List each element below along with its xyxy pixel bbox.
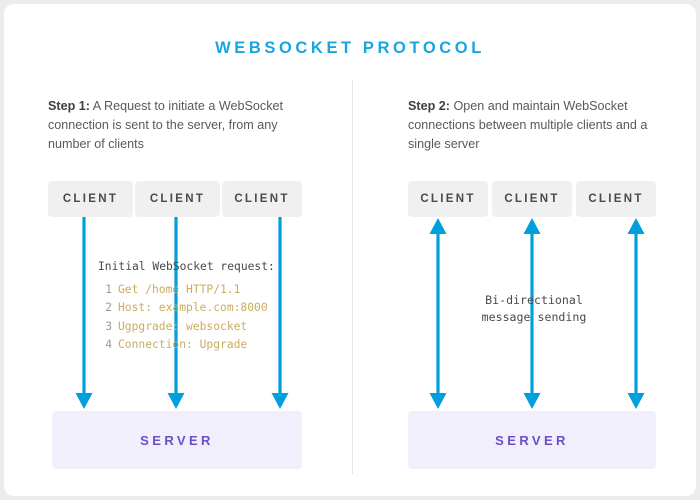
step-2-description: Step 2: Open and maintain WebSocket conn… bbox=[408, 97, 663, 154]
server-box-label: SERVER bbox=[495, 432, 569, 448]
bidirectional-annotation: Bi-directional message sending bbox=[481, 293, 587, 324]
step-1-body: A Request to initiate a WebSocket connec… bbox=[48, 99, 283, 151]
code-block-heading: Initial WebSocket request: bbox=[98, 260, 275, 273]
code-line-number: 3 bbox=[105, 319, 112, 333]
code-line-text: Ugpgrade: websocket bbox=[118, 319, 248, 333]
arrow-down-left-3 bbox=[271, 217, 289, 409]
client-box-label: CLIENT bbox=[420, 193, 476, 205]
server-box-left[interactable]: SERVER bbox=[52, 411, 302, 469]
client-box-label: CLIENT bbox=[62, 193, 119, 205]
code-line-text: Get /home HTTP/1.1 bbox=[118, 282, 241, 296]
arrow-bidirectional-right-1 bbox=[429, 218, 447, 409]
step-2-label: Step 2: bbox=[408, 99, 450, 113]
arrow-down-left-2 bbox=[167, 217, 185, 409]
code-line-text: Connection: Upgrade bbox=[118, 338, 248, 351]
diagram-card: WEBSOCKET PROTOCOL Step 1: A Request to … bbox=[4, 4, 696, 496]
client-box-label: CLIENT bbox=[234, 193, 290, 205]
client-box-label: CLIENT bbox=[149, 193, 206, 205]
step-2-body: Open and maintain WebSocket connections … bbox=[408, 99, 648, 151]
code-line-number: 1 bbox=[105, 282, 112, 296]
client-box-left-1[interactable]: CLIENT bbox=[48, 181, 133, 217]
code-line-number: 2 bbox=[105, 301, 112, 314]
client-box-right-3[interactable]: CLIENT bbox=[576, 181, 656, 217]
code-line: 3 Ugpgrade: websocket bbox=[98, 318, 275, 337]
websocket-request-code-block: Initial WebSocket request: 1 Get /home HT… bbox=[98, 258, 275, 355]
code-line: 2 Host: example.com:8000 bbox=[98, 299, 275, 318]
server-box-right[interactable]: SERVER bbox=[408, 411, 656, 469]
arrow-bidirectional-right-2 bbox=[523, 218, 541, 409]
step-1-description: Step 1: A Request to initiate a WebSocke… bbox=[48, 97, 293, 154]
page-title: WEBSOCKET PROTOCOL bbox=[215, 39, 485, 57]
client-box-right-1[interactable]: CLIENT bbox=[408, 181, 488, 217]
arrow-down-left-1 bbox=[75, 217, 93, 409]
code-line-number: 4 bbox=[105, 338, 112, 351]
step-1-label: Step 1: bbox=[48, 99, 90, 113]
code-line: 1 Get /home HTTP/1.1 bbox=[98, 281, 275, 300]
client-box-left-3[interactable]: CLIENT bbox=[222, 181, 302, 217]
column-divider bbox=[352, 80, 353, 474]
client-box-label: CLIENT bbox=[588, 193, 644, 205]
arrow-bidirectional-right-3 bbox=[627, 218, 645, 409]
client-box-label: CLIENT bbox=[504, 193, 560, 205]
client-box-left-2[interactable]: CLIENT bbox=[135, 181, 220, 217]
code-line: 4 Connection: Upgrade bbox=[98, 336, 275, 355]
code-line-text: Host: example.com:8000 bbox=[118, 301, 268, 314]
server-box-label: SERVER bbox=[140, 432, 214, 448]
client-box-right-2[interactable]: CLIENT bbox=[492, 181, 572, 217]
